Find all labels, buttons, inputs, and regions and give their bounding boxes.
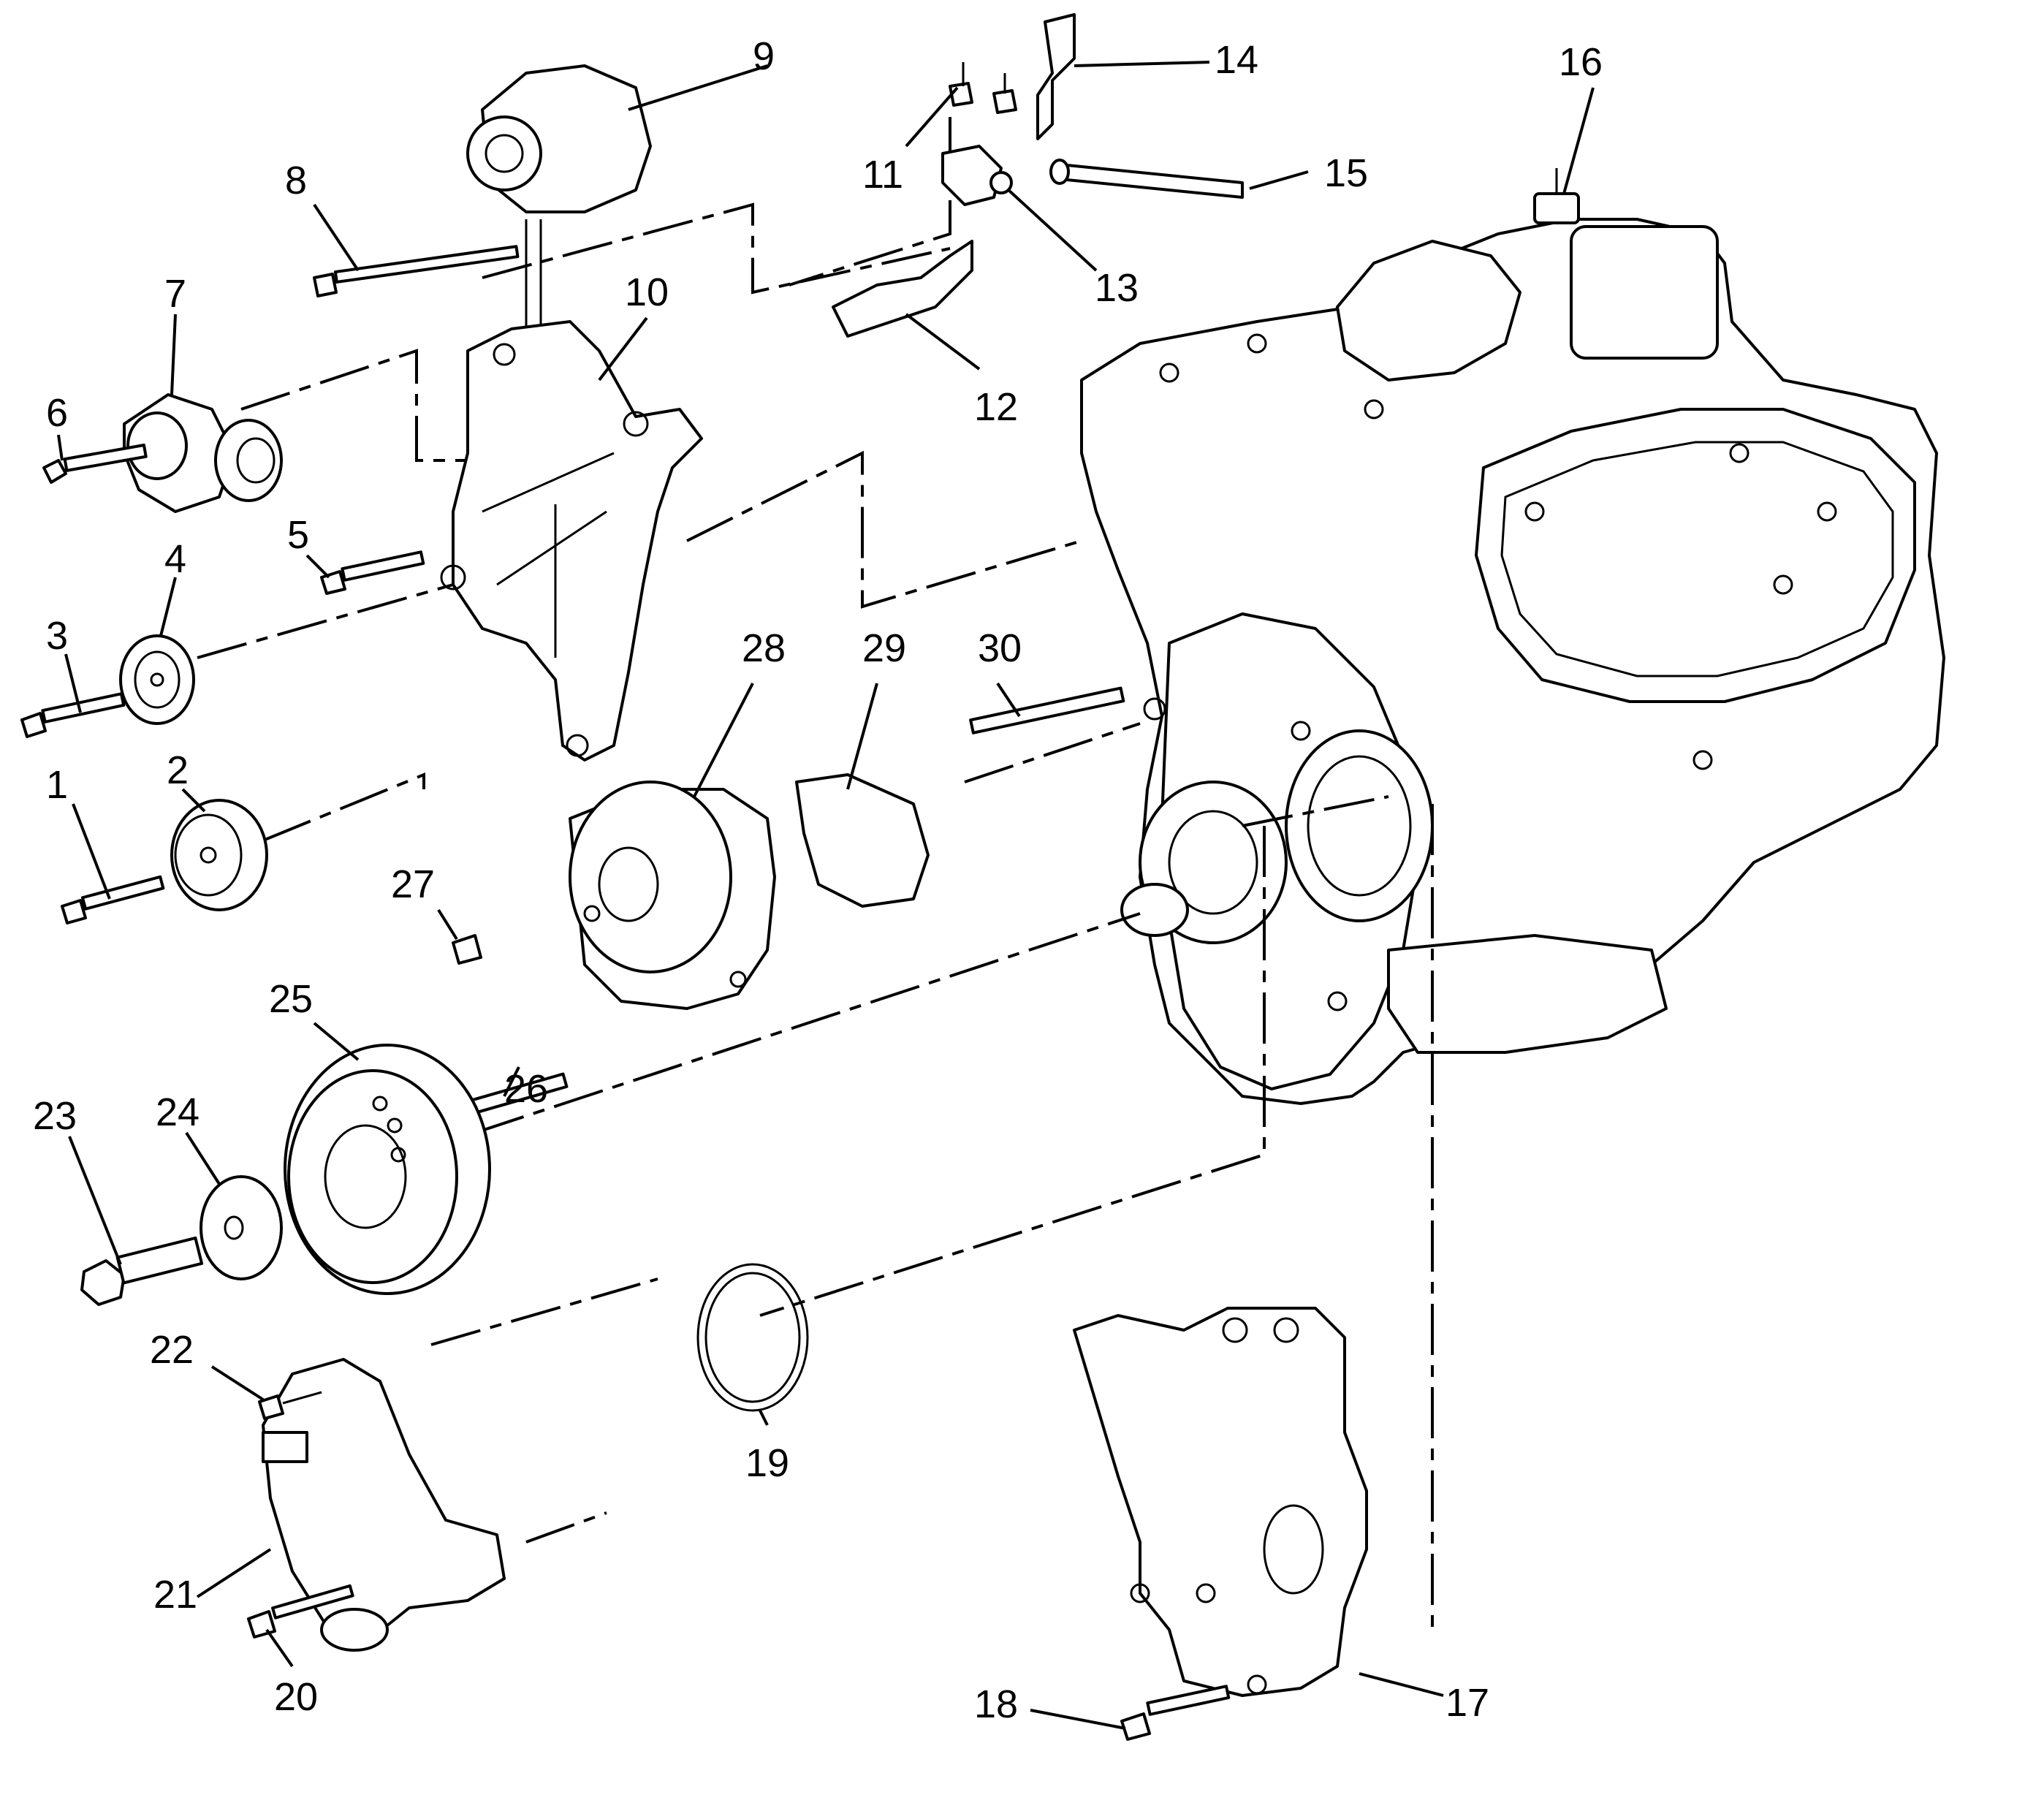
callout-11: 11: [862, 153, 903, 197]
bracket-14: [1036, 13, 1076, 140]
callout-22: 22: [150, 1328, 194, 1372]
callout-14: 14: [1215, 38, 1258, 82]
engine-assembly: [1080, 218, 1945, 1105]
callout-27: 27: [391, 862, 435, 906]
callout-15: 15: [1324, 151, 1368, 195]
callout-28: 28: [742, 626, 786, 670]
callout-16: 16: [1559, 40, 1603, 84]
valve-13: [941, 145, 1013, 206]
housing-21: [262, 1358, 506, 1652]
callout-6: 6: [46, 391, 68, 435]
callout-29: 29: [862, 626, 906, 670]
callout-2: 2: [167, 748, 189, 792]
callout-8: 8: [285, 159, 307, 202]
alternator: [466, 64, 652, 336]
crank-pulley-25: [284, 1044, 491, 1295]
water-pump-28: [569, 781, 776, 1010]
callout-18: 18: [974, 1682, 1018, 1726]
stud-30: [969, 686, 1125, 734]
washer-24: [200, 1175, 283, 1280]
callout-3: 3: [46, 614, 68, 658]
callout-21: 21: [153, 1573, 197, 1617]
bolt-6: [42, 444, 148, 484]
hose-15: [1049, 159, 1244, 199]
bolt-5: [320, 550, 425, 595]
bolt-1: [61, 875, 165, 925]
callout-23: 23: [33, 1094, 77, 1138]
callout-25: 25: [269, 977, 313, 1021]
bolt-18: [1120, 1685, 1231, 1741]
bracket-12: [832, 240, 973, 338]
callout-26: 26: [504, 1067, 548, 1111]
idler-pulley-4: [119, 634, 195, 725]
callout-17: 17: [1445, 1681, 1489, 1725]
bolt-8: [313, 245, 520, 297]
callout-9: 9: [753, 34, 775, 78]
callout-labels: 1 2 3 4 5 6 7 8 9 10 11 12 13 14 15 16 1…: [33, 34, 1603, 1726]
callout-5: 5: [287, 513, 309, 557]
bolt-22: [258, 1391, 322, 1420]
callout-19: 19: [745, 1441, 789, 1485]
bolt-3: [20, 692, 126, 738]
alternator-bracket: [440, 320, 703, 762]
callout-24: 24: [156, 1090, 200, 1134]
callout-13: 13: [1095, 266, 1139, 310]
o-ring-19: [696, 1263, 809, 1412]
callout-20: 20: [274, 1675, 318, 1719]
callout-7: 7: [164, 272, 186, 316]
idler-pulley-2: [170, 799, 268, 911]
sensor-16: [1533, 168, 1580, 224]
bolt-23: [80, 1236, 204, 1306]
assembly-centerlines: [197, 117, 1434, 1630]
leader-lines: [57, 61, 1595, 1730]
bracket-17: [1073, 1307, 1368, 1697]
callout-1: 1: [46, 763, 68, 807]
callout-10: 10: [625, 270, 669, 314]
spacer-29: [795, 773, 930, 908]
callout-4: 4: [164, 537, 186, 581]
nut-27: [452, 934, 482, 965]
belt-tensioner: [123, 393, 283, 513]
nuts-11: [949, 62, 1017, 114]
callout-30: 30: [978, 626, 1022, 670]
callout-12: 12: [974, 385, 1018, 429]
